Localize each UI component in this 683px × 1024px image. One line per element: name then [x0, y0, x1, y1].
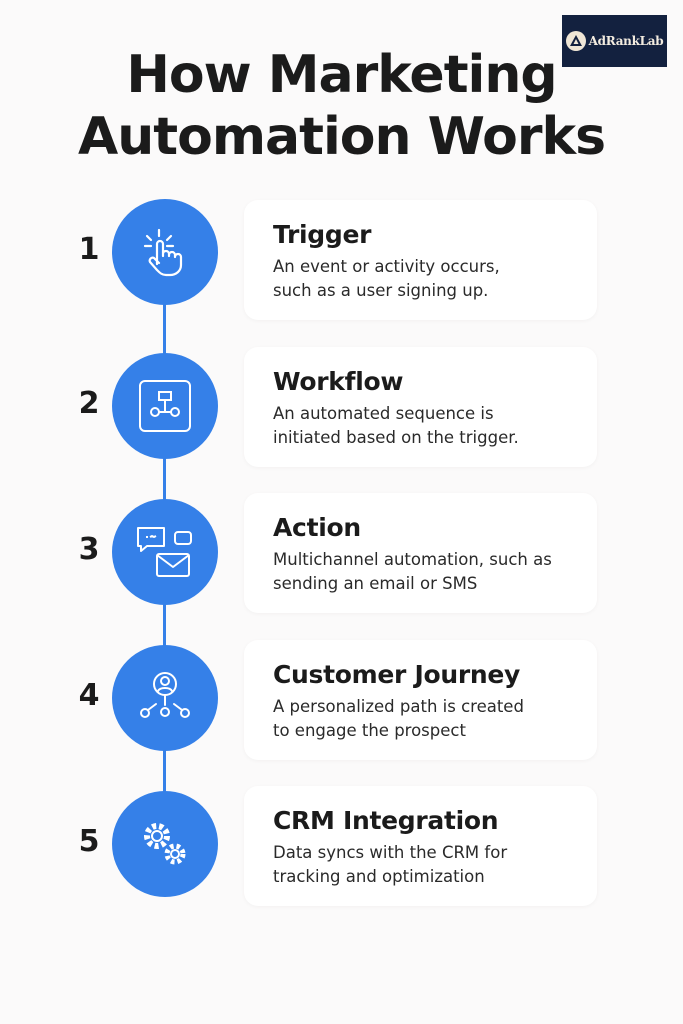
step-number: 2	[78, 386, 100, 421]
step-description: An event or activity occurs, such as a u…	[273, 257, 500, 300]
page-title: How Marketing Automation Works	[0, 44, 683, 168]
step-title: Trigger	[273, 220, 372, 249]
step-title: Customer Journey	[273, 660, 521, 689]
step-card-action: Action Multichannel automation, such as …	[244, 493, 597, 613]
chat-email-icon	[137, 527, 192, 577]
brand-name: AdRankLab	[588, 34, 664, 48]
title-line-2: Automation Works	[77, 107, 606, 167]
step-description: An automated sequence is initiated based…	[273, 404, 519, 447]
step-icon-circle	[112, 791, 218, 897]
customer-journey-icon	[140, 672, 190, 718]
step-description: Multichannel automation, such as sending…	[273, 550, 552, 593]
step-icon-circle	[112, 645, 218, 751]
step-card-customer-journey: Customer Journey A personalized path is …	[244, 640, 597, 760]
step-description: Data syncs with the CRM for tracking and…	[273, 843, 508, 886]
brand-logo: AdRankLab	[562, 15, 667, 67]
step-icon-circle	[112, 353, 218, 459]
step-title: CRM Integration	[273, 806, 499, 835]
step-number: 4	[78, 678, 100, 713]
gears-icon	[144, 823, 186, 865]
step-title: Action	[273, 513, 361, 542]
tap-hand-icon	[143, 228, 183, 277]
step-number: 1	[78, 232, 100, 267]
step-card-workflow: Workflow An automated sequence is initia…	[244, 347, 597, 467]
step-number: 5	[78, 824, 100, 859]
step-description: A personalized path is created to engage…	[273, 697, 524, 740]
logo-mark-icon	[565, 31, 586, 51]
step-icon-circle	[112, 499, 218, 605]
step-card-crm-integration: CRM Integration Data syncs with the CRM …	[244, 786, 597, 906]
step-title: Workflow	[273, 367, 404, 396]
workflow-icon	[139, 380, 191, 432]
step-number: 3	[78, 532, 100, 567]
step-icon-circle	[112, 199, 218, 305]
title-line-1: How Marketing	[126, 45, 557, 105]
step-card-trigger: Trigger An event or activity occurs, suc…	[244, 200, 597, 320]
